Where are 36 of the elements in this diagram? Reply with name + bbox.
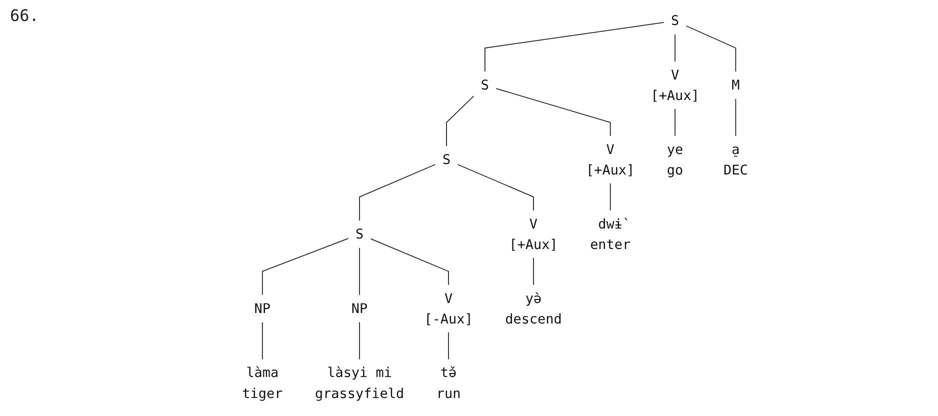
node-text: yə̀ descend <box>505 290 562 327</box>
node-text: tə̌ run <box>436 364 461 401</box>
connector <box>446 96 474 146</box>
connector <box>359 164 436 221</box>
connector <box>262 238 349 296</box>
connector <box>457 164 534 211</box>
node-text: V [-Aux] <box>424 290 473 327</box>
connector <box>674 108 676 136</box>
node-text: làsyi mi grassyfield <box>314 364 404 401</box>
node-text: V [+Aux] <box>586 141 635 178</box>
connector <box>262 322 263 360</box>
node-text: V [+Aux] <box>509 216 558 252</box>
node-text: S <box>670 12 680 29</box>
connector <box>359 247 360 296</box>
node-text: S <box>480 76 489 94</box>
connector <box>735 98 736 136</box>
node-text: ye go <box>666 141 684 178</box>
connector <box>359 322 360 360</box>
connector <box>370 238 449 286</box>
connector <box>533 257 534 286</box>
node-text: NP <box>351 300 368 316</box>
node-text: S <box>442 151 451 168</box>
node-text: V [+Aux] <box>650 66 700 104</box>
node-text: M <box>732 76 740 94</box>
node-text: làma tiger <box>242 364 283 401</box>
node-text: dwɨ̀ enter <box>590 216 631 252</box>
connector <box>674 34 676 62</box>
connector <box>686 25 736 72</box>
node-text: NP <box>254 300 271 316</box>
connector <box>496 88 611 136</box>
node-text: S <box>355 226 364 242</box>
node-text: a̠ DEC <box>724 141 748 178</box>
example-number: 66. <box>10 6 39 25</box>
connector <box>610 183 611 211</box>
connector <box>448 332 449 360</box>
connector <box>484 22 664 72</box>
